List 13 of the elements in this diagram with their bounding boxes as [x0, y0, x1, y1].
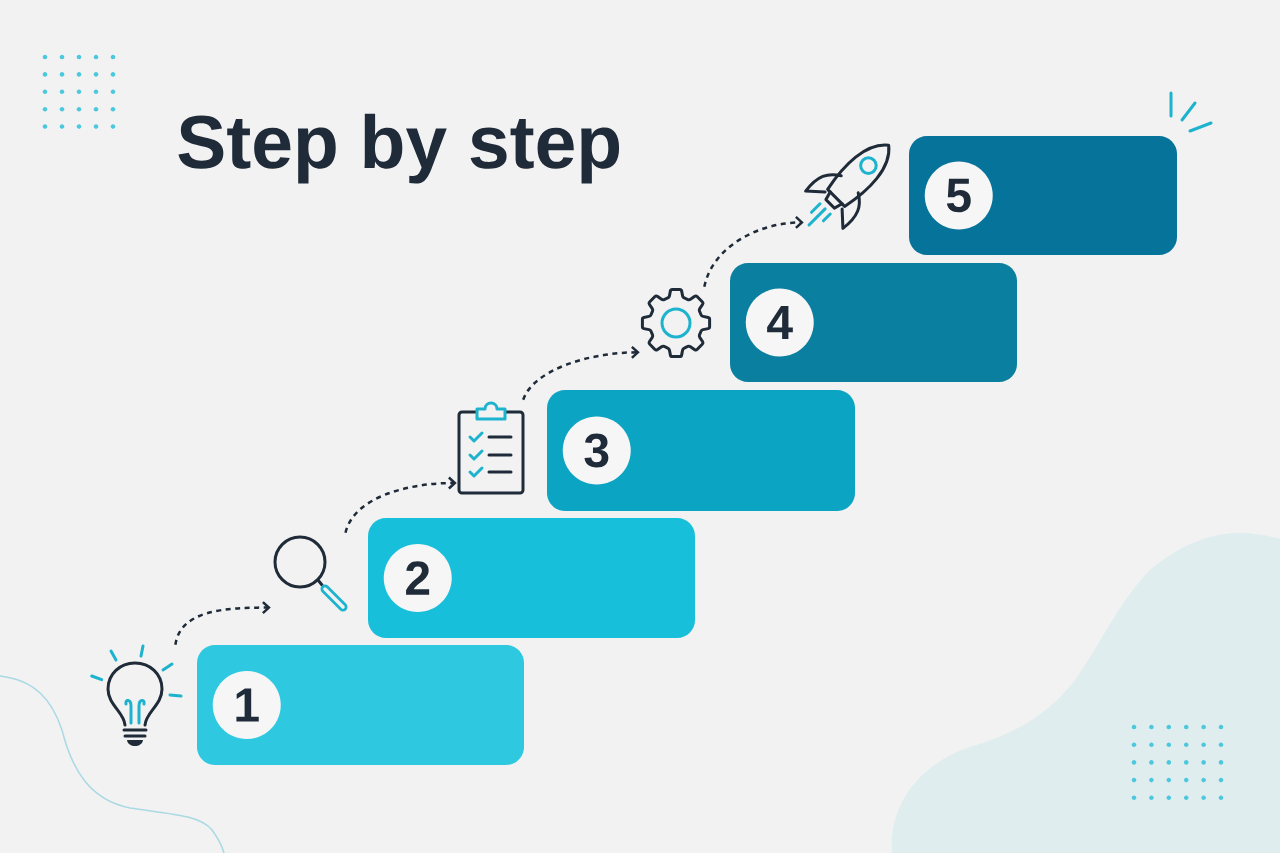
clipboard-icon: [457, 401, 525, 495]
gear-icon: [640, 287, 712, 359]
step-bar: [547, 390, 855, 511]
step-bar: [197, 645, 524, 765]
dashed-arrow: [703, 216, 804, 288]
dashed-arrow: [344, 476, 457, 534]
title: Step by step: [178, 113, 620, 184]
step-bar: [368, 518, 695, 638]
dashed-arrow: [174, 601, 271, 646]
dashed-arrow: [522, 345, 640, 401]
rocket-icon: [804, 143, 891, 230]
magnifier-icon: [273, 535, 348, 612]
lightbulb-icon: [90, 644, 183, 746]
